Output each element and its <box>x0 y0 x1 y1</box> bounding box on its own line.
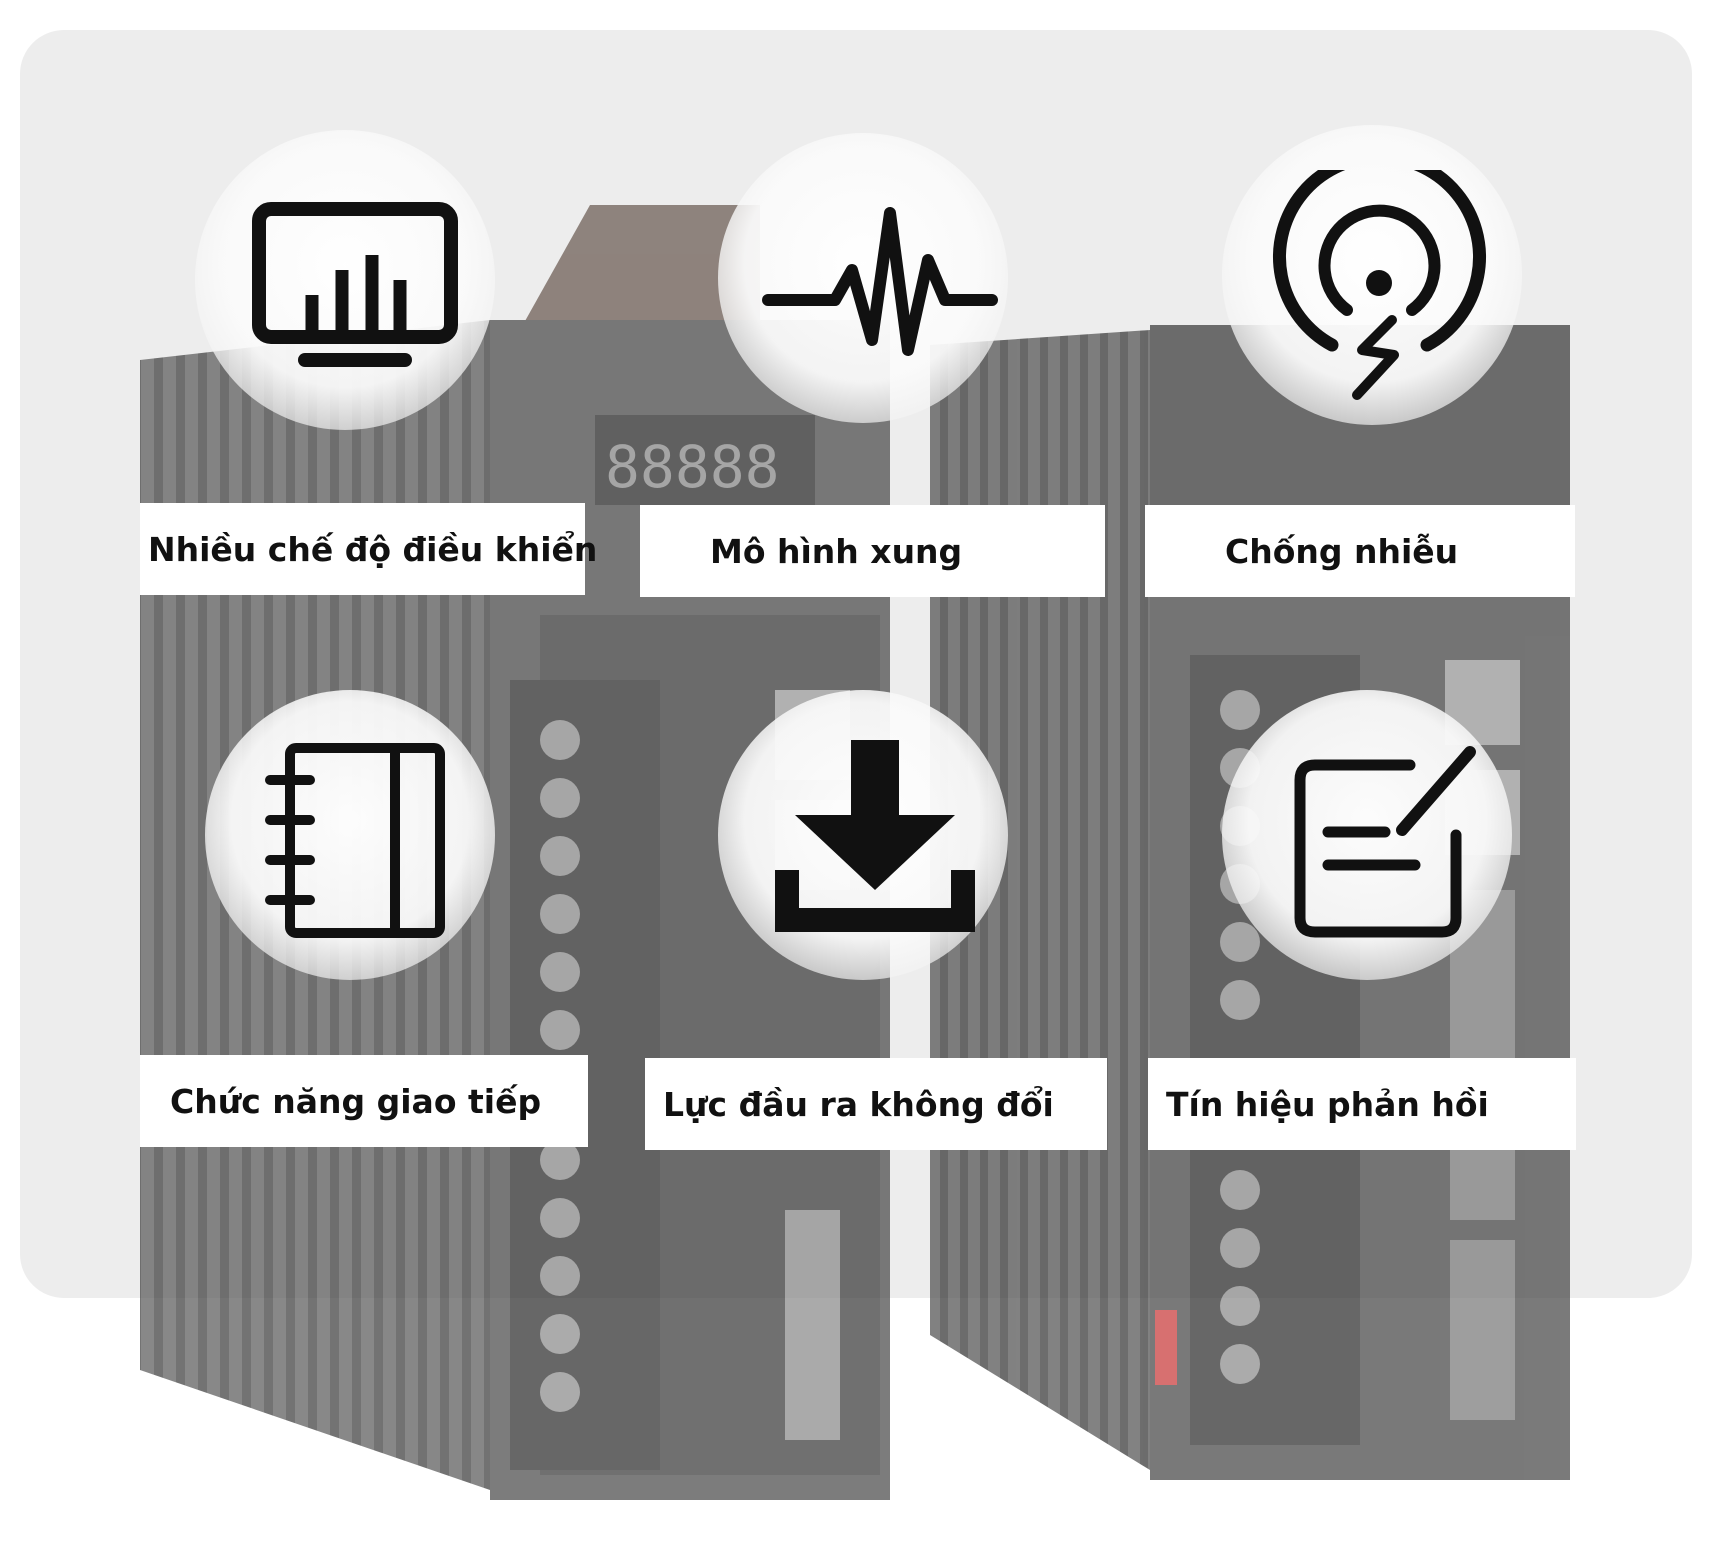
feature-label-text: Lực đầu ra không đổi <box>663 1084 1054 1124</box>
notebook-icon <box>265 743 445 938</box>
signal-shield-icon <box>1273 170 1486 400</box>
feature-label-text: Tín hiệu phản hồi <box>1166 1084 1489 1124</box>
icon-disc-2 <box>718 133 1008 423</box>
feature-label-communication: Chức năng giao tiếp <box>140 1055 588 1147</box>
feature-label-text: Chống nhiễu <box>1225 531 1459 571</box>
download-icon <box>775 740 975 932</box>
pulse-waveform-icon <box>762 207 998 356</box>
feature-label-anti-interference: Chống nhiễu <box>1145 505 1575 597</box>
feature-label-text: Mô hình xung <box>710 531 963 571</box>
feature-label-text: Chức năng giao tiếp <box>170 1081 542 1121</box>
feature-label-feedback-signal: Tín hiệu phản hồi <box>1148 1058 1576 1150</box>
edit-document-icon <box>1294 746 1476 938</box>
svg-text:88888: 88888 <box>605 433 780 501</box>
feature-label-pulse-model: Mô hình xung <box>640 505 1105 597</box>
feature-label-text: Nhiều chế độ điều khiển <box>148 529 598 569</box>
feature-label-control-modes: Nhiều chế độ điều khiển <box>140 503 597 595</box>
monitor-bar-chart-icon <box>252 202 458 367</box>
feature-label-constant-output: Lực đầu ra không đổi <box>645 1058 1107 1150</box>
